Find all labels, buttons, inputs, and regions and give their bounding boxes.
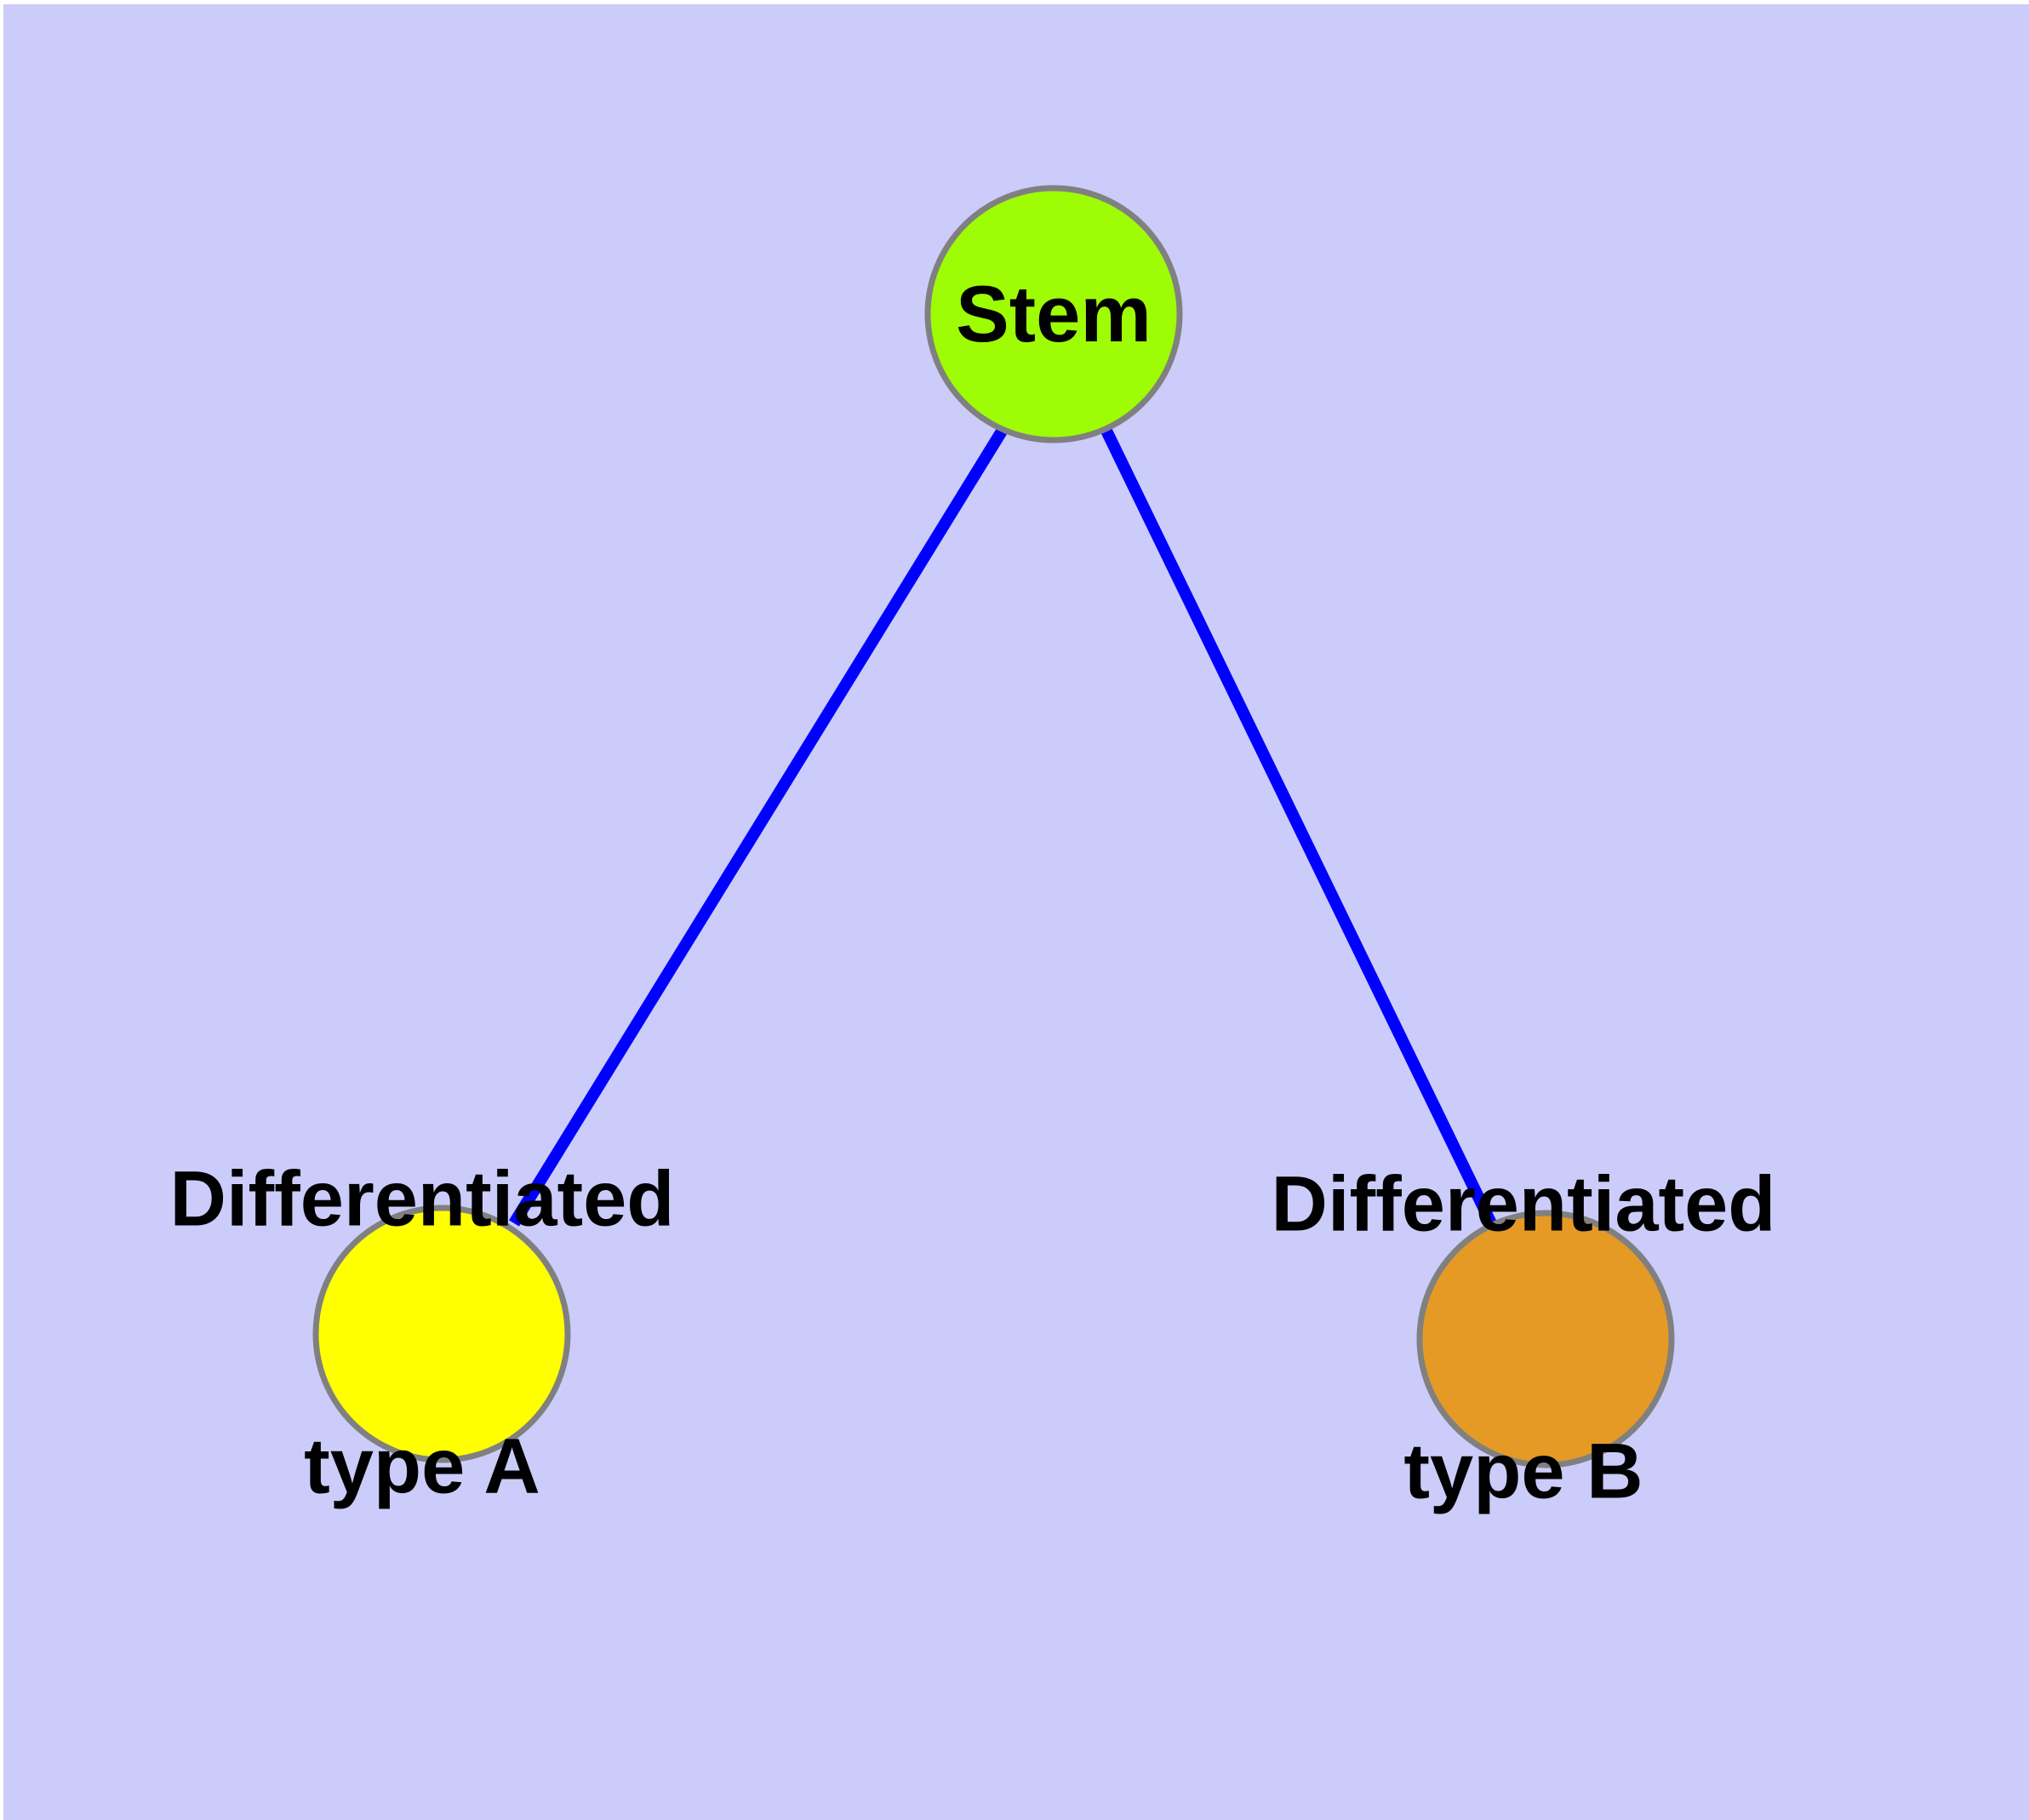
edge-stem-to-differentiated-a[interactable] [509,426,1008,1227]
node-differentiated-type-a[interactable] [312,1205,571,1463]
edge-stem-to-differentiated-b[interactable] [1100,427,1497,1227]
node-stem[interactable] [924,185,1183,444]
edge-layer [509,426,1497,1227]
node-differentiated-type-b[interactable] [1416,1210,1675,1468]
node-layer [312,185,1675,1468]
